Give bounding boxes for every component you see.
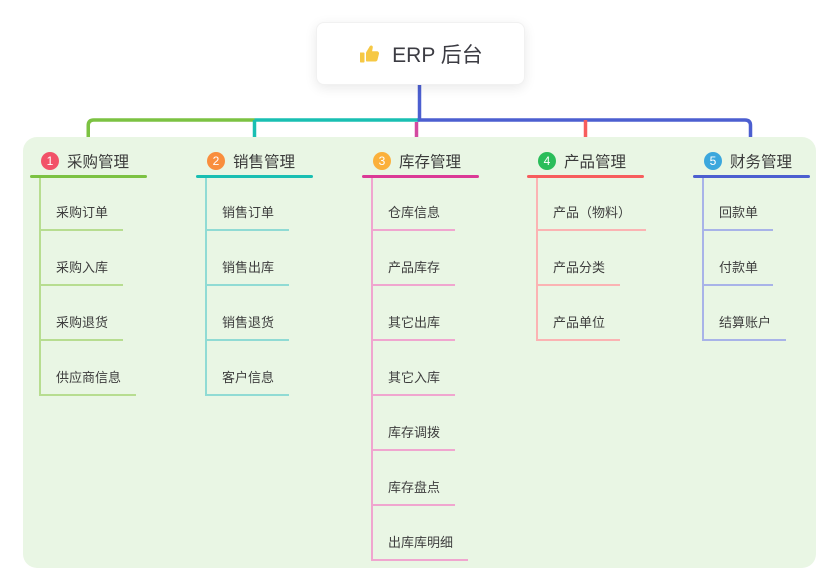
branch-title-inventory[interactable]: 3 库存管理	[362, 147, 479, 175]
child-node[interactable]: 销售订单	[205, 199, 290, 231]
child-node[interactable]: 产品单位	[536, 309, 621, 341]
child-node[interactable]: 客户信息	[205, 364, 290, 396]
branch-purchase: 1 采购管理 采购订单采购入库采购退货供应商信息	[30, 147, 147, 396]
child-node[interactable]: 回款单	[702, 199, 774, 231]
branch-finance: 5 财务管理 回款单付款单结算账户	[693, 147, 810, 341]
branch-title-sales[interactable]: 2 销售管理	[196, 147, 313, 175]
child-node[interactable]: 仓库信息	[371, 199, 456, 231]
child-node[interactable]: 出库库明细	[371, 529, 469, 561]
child-node[interactable]: 产品（物料）	[536, 199, 647, 231]
branch-label: 产品管理	[564, 154, 627, 171]
child-node[interactable]: 产品分类	[536, 254, 621, 286]
branch-trunk-line	[371, 178, 373, 559]
thumbs-up-icon	[358, 42, 382, 66]
branch-sales: 2 销售管理 销售订单销售出库销售退货客户信息	[196, 147, 313, 396]
branch-number-badge: 4	[538, 152, 556, 170]
branch-label: 采购管理	[67, 154, 130, 171]
branch-underline	[693, 175, 810, 178]
branch-trunk-line	[702, 178, 704, 339]
child-node[interactable]: 其它出库	[371, 309, 456, 341]
branch-label: 库存管理	[399, 154, 462, 171]
child-node[interactable]: 其它入库	[371, 364, 456, 396]
branch-inventory: 3 库存管理 仓库信息产品库存其它出库其它入库库存调拨库存盘点出库库明细	[362, 147, 479, 561]
child-node[interactable]: 产品库存	[371, 254, 456, 286]
branch-number-badge: 1	[41, 152, 59, 170]
branch-title-finance[interactable]: 5 财务管理	[693, 147, 810, 175]
branch-label: 财务管理	[730, 154, 793, 171]
child-node[interactable]: 销售出库	[205, 254, 290, 286]
child-node[interactable]: 供应商信息	[39, 364, 137, 396]
child-node[interactable]: 采购订单	[39, 199, 124, 231]
branch-underline	[362, 175, 479, 178]
branch-title-product[interactable]: 4 产品管理	[527, 147, 644, 175]
child-node[interactable]: 库存盘点	[371, 474, 456, 506]
branches-panel	[23, 137, 816, 568]
child-node[interactable]: 销售退货	[205, 309, 290, 341]
branch-number-badge: 3	[373, 152, 391, 170]
child-node[interactable]: 采购入库	[39, 254, 124, 286]
child-node[interactable]: 结算账户	[702, 309, 787, 341]
branch-underline	[527, 175, 644, 178]
branch-trunk-line	[536, 178, 538, 339]
child-node[interactable]: 付款单	[702, 254, 774, 286]
root-title: ERP 后台	[392, 43, 483, 67]
child-node[interactable]: 采购退货	[39, 309, 124, 341]
branch-number-badge: 5	[704, 152, 722, 170]
branch-underline	[30, 175, 147, 178]
child-node[interactable]: 库存调拨	[371, 419, 456, 451]
root-node[interactable]: ERP 后台	[316, 22, 525, 85]
branch-underline	[196, 175, 313, 178]
branch-trunk-line	[205, 178, 207, 394]
branch-title-purchase[interactable]: 1 采购管理	[30, 147, 147, 175]
branch-trunk-line	[39, 178, 41, 394]
branch-number-badge: 2	[207, 152, 225, 170]
branch-label: 销售管理	[233, 154, 296, 171]
branch-product: 4 产品管理 产品（物料） 产品分类产品单位	[527, 147, 647, 341]
